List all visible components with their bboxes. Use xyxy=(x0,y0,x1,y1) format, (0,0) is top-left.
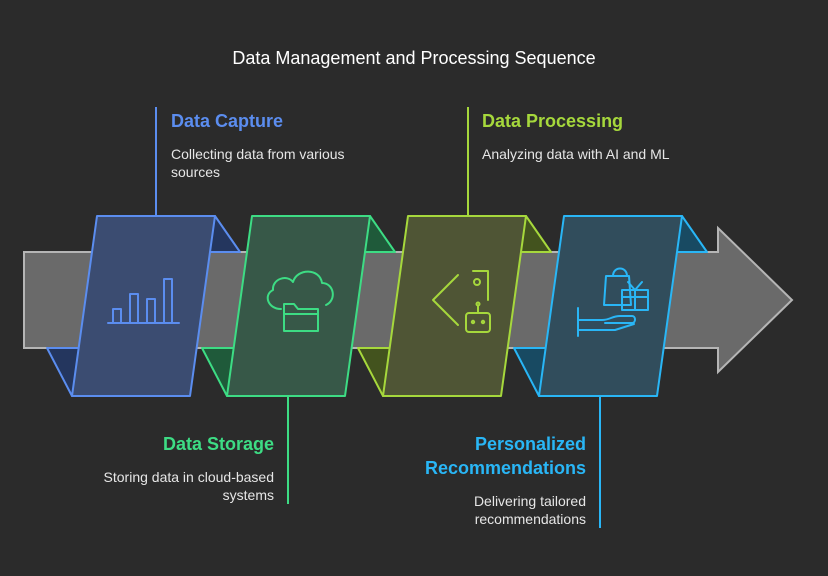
step-panel-data-capture xyxy=(46,215,241,397)
step-2-title: Data Storage xyxy=(162,434,274,454)
step-2-text: Data Storage Storing data in cloud-based… xyxy=(24,432,274,504)
step-panel-data-processing xyxy=(357,215,552,397)
diagram-title: Data Management and Processing Sequence xyxy=(232,48,596,68)
step-1-description: Collecting data from various sources xyxy=(171,146,345,180)
tag-robot-icon xyxy=(432,270,491,333)
step-3-text: Data Processing Analyzing data with AI a… xyxy=(482,109,682,163)
step-1-text: Data Capture Collecting data from variou… xyxy=(171,109,401,181)
step-4-title: Personalized Recommendations xyxy=(424,434,586,478)
step-4-text: Personalized Recommendations Delivering … xyxy=(396,432,586,528)
step-2-description: Storing data in cloud-based systems xyxy=(103,469,274,503)
step-panel-data-storage xyxy=(201,215,396,397)
step-3-description: Analyzing data with AI and ML xyxy=(482,146,670,162)
step-1-title: Data Capture xyxy=(171,111,284,131)
bar-chart-icon xyxy=(107,278,180,324)
hand-gift-icon xyxy=(577,267,649,337)
cloud-folder-icon xyxy=(266,270,334,332)
step-4-description: Delivering tailored recommendations xyxy=(473,493,586,527)
step-3-title: Data Processing xyxy=(482,111,624,131)
